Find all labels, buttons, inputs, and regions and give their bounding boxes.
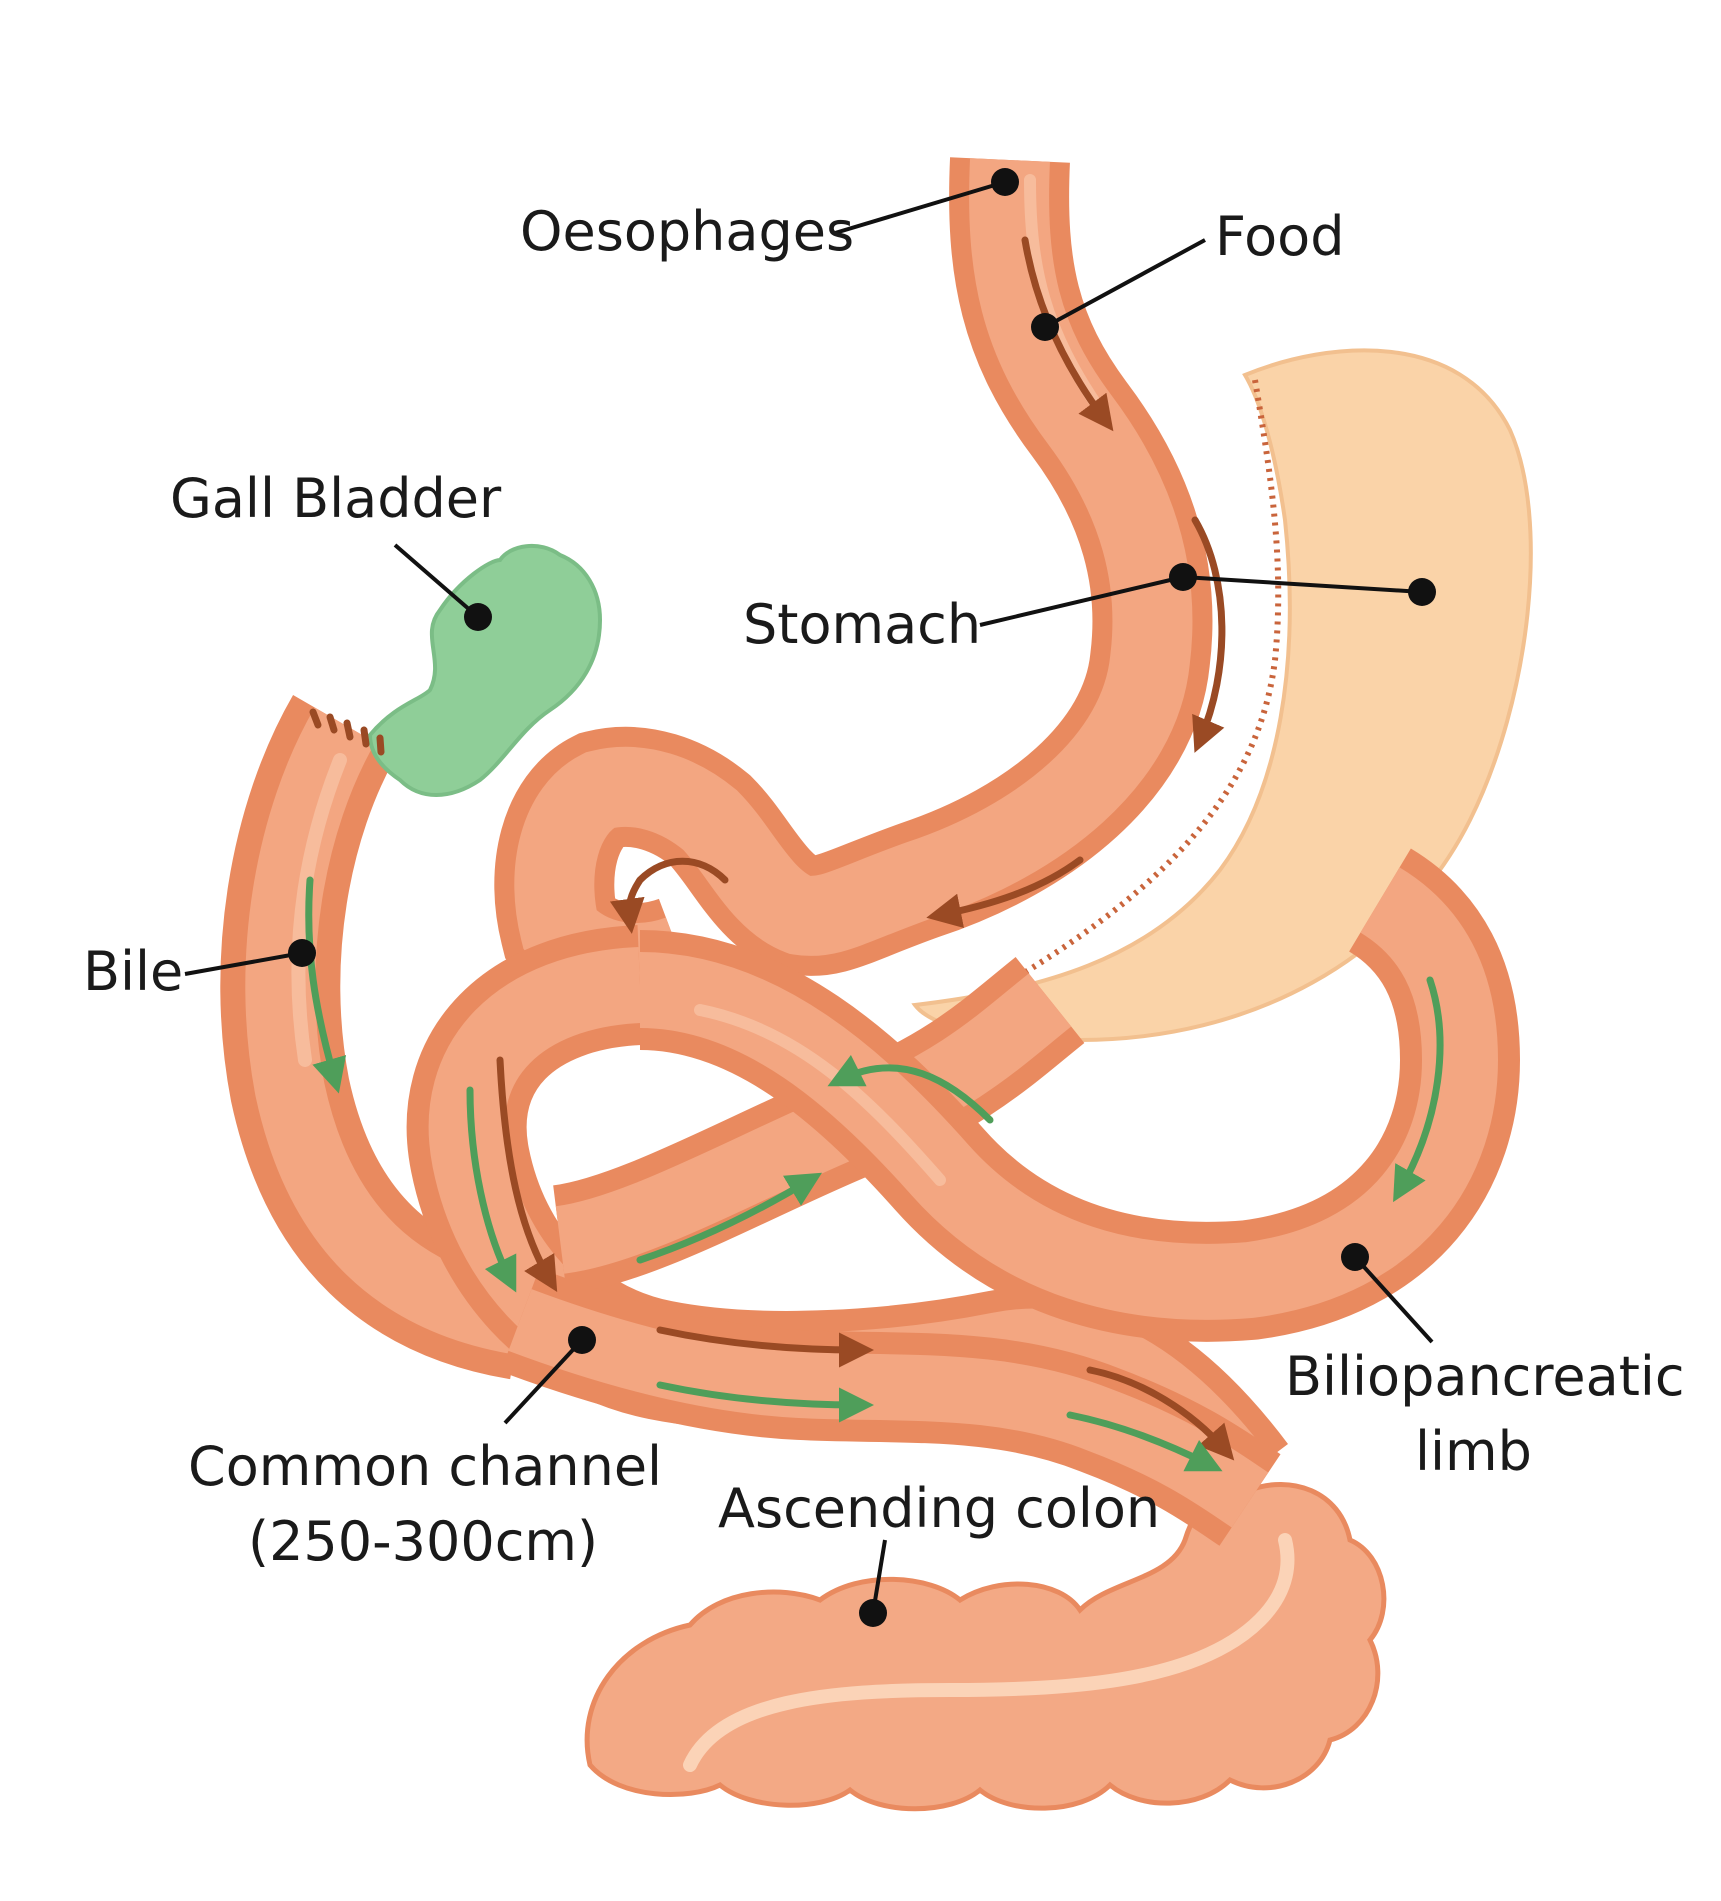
small-bowel-loops (467, 900, 1460, 1500)
label-common-channel-line1: Common channel (188, 1435, 662, 1498)
common-channel-dot (568, 1326, 596, 1354)
label-gall-bladder: Gall Bladder (170, 467, 502, 530)
biliopancreatic-limb-dot (1341, 1243, 1369, 1271)
label-biliopancreatic-limb-line1: Biliopancreatic (1285, 1345, 1685, 1408)
gall-bladder-dot (464, 603, 492, 631)
label-biliopancreatic-limb-line2: limb (1415, 1420, 1532, 1483)
bile-dot (288, 939, 316, 967)
label-common-channel-line2: (250-300cm) (248, 1510, 598, 1573)
oesophagus-dot (991, 168, 1019, 196)
sleeve-stomach (554, 160, 1278, 1010)
food-dot (1031, 313, 1059, 341)
label-oesophagus: Oesophages (520, 200, 854, 263)
label-stomach: Stomach (743, 593, 981, 656)
stomach-dot (1169, 563, 1197, 591)
label-bile: Bile (83, 940, 183, 1003)
resected-stomach-dot (1408, 578, 1436, 606)
ascending-colon-dot (859, 1599, 887, 1627)
label-food: Food (1215, 205, 1345, 268)
label-ascending-colon: Ascending colon (718, 1477, 1160, 1540)
